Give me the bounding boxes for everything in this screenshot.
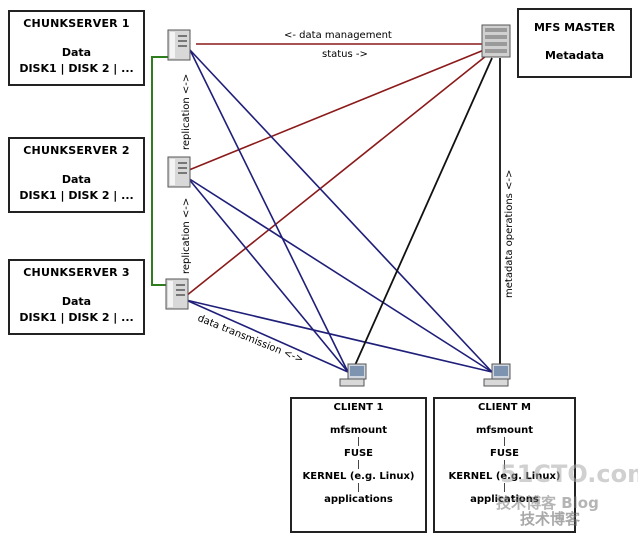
client-layer-separator: | xyxy=(502,460,507,470)
cs3-client1-link xyxy=(185,299,349,373)
chunkserver-3-box: CHUNKSERVER 3 Data DISK1 | DISK 2 | ... xyxy=(8,259,145,335)
watermark-blog-line-2: 技术博客 xyxy=(520,510,581,528)
client-m-computer-icon xyxy=(483,363,511,387)
replication-label-2: replication <-> xyxy=(181,197,192,274)
client-layer-fuse: FUSE xyxy=(344,448,373,459)
client-layer-fuse: FUSE xyxy=(490,448,519,459)
replication-label-1: replication <-> xyxy=(181,73,192,150)
client-title: CLIENT 1 xyxy=(333,402,384,413)
client-layer-kernel: KERNEL (e.g. Linux) xyxy=(302,471,415,482)
cs1-client1-link xyxy=(189,49,349,373)
client-title: CLIENT M xyxy=(478,402,531,413)
chunkserver-title: CHUNKSERVER 2 xyxy=(23,144,130,157)
client-layer-separator: | xyxy=(502,483,507,493)
client-layer-separator: | xyxy=(502,437,507,447)
chunkserver-1-server-icon xyxy=(167,29,191,61)
status-label: status -> xyxy=(322,49,368,60)
cs1-clientm-link xyxy=(189,49,493,373)
cs2-clientm-link xyxy=(187,177,493,373)
chunkserver-data-label: Data xyxy=(61,173,92,186)
client-layer-mfsmount: mfsmount xyxy=(475,425,534,436)
watermark-blog-line: 技术博客 Blog xyxy=(496,494,599,512)
chunkserver-data-label: Data xyxy=(61,295,92,308)
master-chunkserver3-link xyxy=(185,55,487,297)
master-metadata-label: Metadata xyxy=(544,49,605,62)
connection-lines xyxy=(151,43,501,373)
chunkserver-disks-label: DISK1 | DISK 2 | ... xyxy=(19,62,134,75)
chunkserver-disks-label: DISK1 | DISK 2 | ... xyxy=(19,311,134,324)
data-management-label: <- data management xyxy=(284,30,392,41)
chunkserver-data-label: Data xyxy=(61,46,92,59)
master-title: MFS MASTER xyxy=(533,21,616,34)
chunkserver-1-box: CHUNKSERVER 1 Data DISK1 | DISK 2 | ... xyxy=(8,10,145,86)
cs3-clientm-link xyxy=(185,299,493,373)
client-layer-mfsmount: mfsmount xyxy=(329,425,388,436)
metadata-operations-label: metadata operations <-> xyxy=(504,169,515,298)
master-chunkserver2-link xyxy=(188,49,485,171)
client-layer-kernel: KERNEL (e.g. Linux) xyxy=(448,471,561,482)
client-layer-applications: applications xyxy=(324,494,393,505)
client-m-box: CLIENT M mfsmount | FUSE | KERNEL (e.g. … xyxy=(433,397,576,533)
replication-link xyxy=(151,56,168,286)
watermark-brand: 51CTO.com xyxy=(500,460,638,488)
client-layer-separator: | xyxy=(356,437,361,447)
chunkserver-3-server-icon xyxy=(165,278,189,310)
client-1-computer-icon xyxy=(339,363,367,387)
chunkserver-2-box: CHUNKSERVER 2 Data DISK1 | DISK 2 | ... xyxy=(8,137,145,213)
chunkserver-title: CHUNKSERVER 1 xyxy=(23,17,130,30)
mfs-master-box: MFS MASTER Metadata xyxy=(517,8,632,78)
master-client1-link xyxy=(351,57,493,373)
client-layer-separator: | xyxy=(356,460,361,470)
chunkserver-2-server-icon xyxy=(167,156,191,188)
master-server-icon xyxy=(481,24,511,58)
cs2-client1-link xyxy=(187,177,349,373)
client-1-box: CLIENT 1 mfsmount | FUSE | KERNEL (e.g. … xyxy=(290,397,427,533)
client-layer-applications: applications xyxy=(470,494,539,505)
chunkserver-title: CHUNKSERVER 3 xyxy=(23,266,130,279)
client-layer-separator: | xyxy=(356,483,361,493)
chunkserver-disks-label: DISK1 | DISK 2 | ... xyxy=(19,189,134,202)
